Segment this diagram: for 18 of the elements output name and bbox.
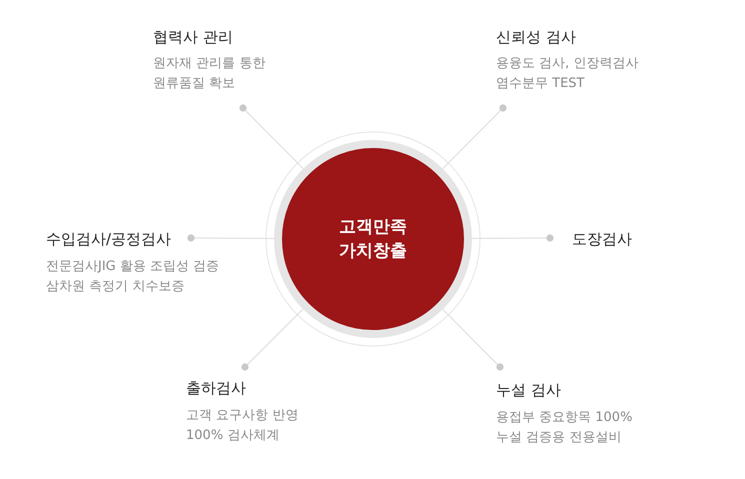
- description-text: 용융도 검사, 인장력검사 염수분무 TEST: [496, 55, 640, 93]
- connector-line: [241, 308, 304, 371]
- connector-line: [187, 234, 274, 242]
- connector-line: [239, 104, 304, 170]
- description-text: 고객 요구사항 반영 100% 검사체계: [186, 407, 300, 445]
- description-text: 전문검사JIG 활용 조립성 검증 삼차원 측정기 치수보증: [46, 258, 220, 296]
- section-heading: 출하검사: [186, 378, 246, 398]
- connector-line: [442, 104, 507, 170]
- section-heading: 도장검사: [572, 229, 632, 249]
- section-heading: 누설 검사: [496, 380, 561, 400]
- description-text: 용접부 중요항목 100% 누설 검증용 전용설비: [496, 409, 634, 447]
- section-heading: 수입검사/공정검사: [46, 229, 172, 249]
- section-heading: 협력사 관리: [153, 27, 233, 47]
- goal-circle: 고객만족 가치창출: [274, 140, 472, 338]
- connector-line: [442, 308, 504, 371]
- section-heading: 신뢰성 검사: [496, 27, 576, 47]
- connector-line: [472, 234, 554, 242]
- description-text: 원자재 관리를 통한 원류품질 확보: [153, 55, 266, 93]
